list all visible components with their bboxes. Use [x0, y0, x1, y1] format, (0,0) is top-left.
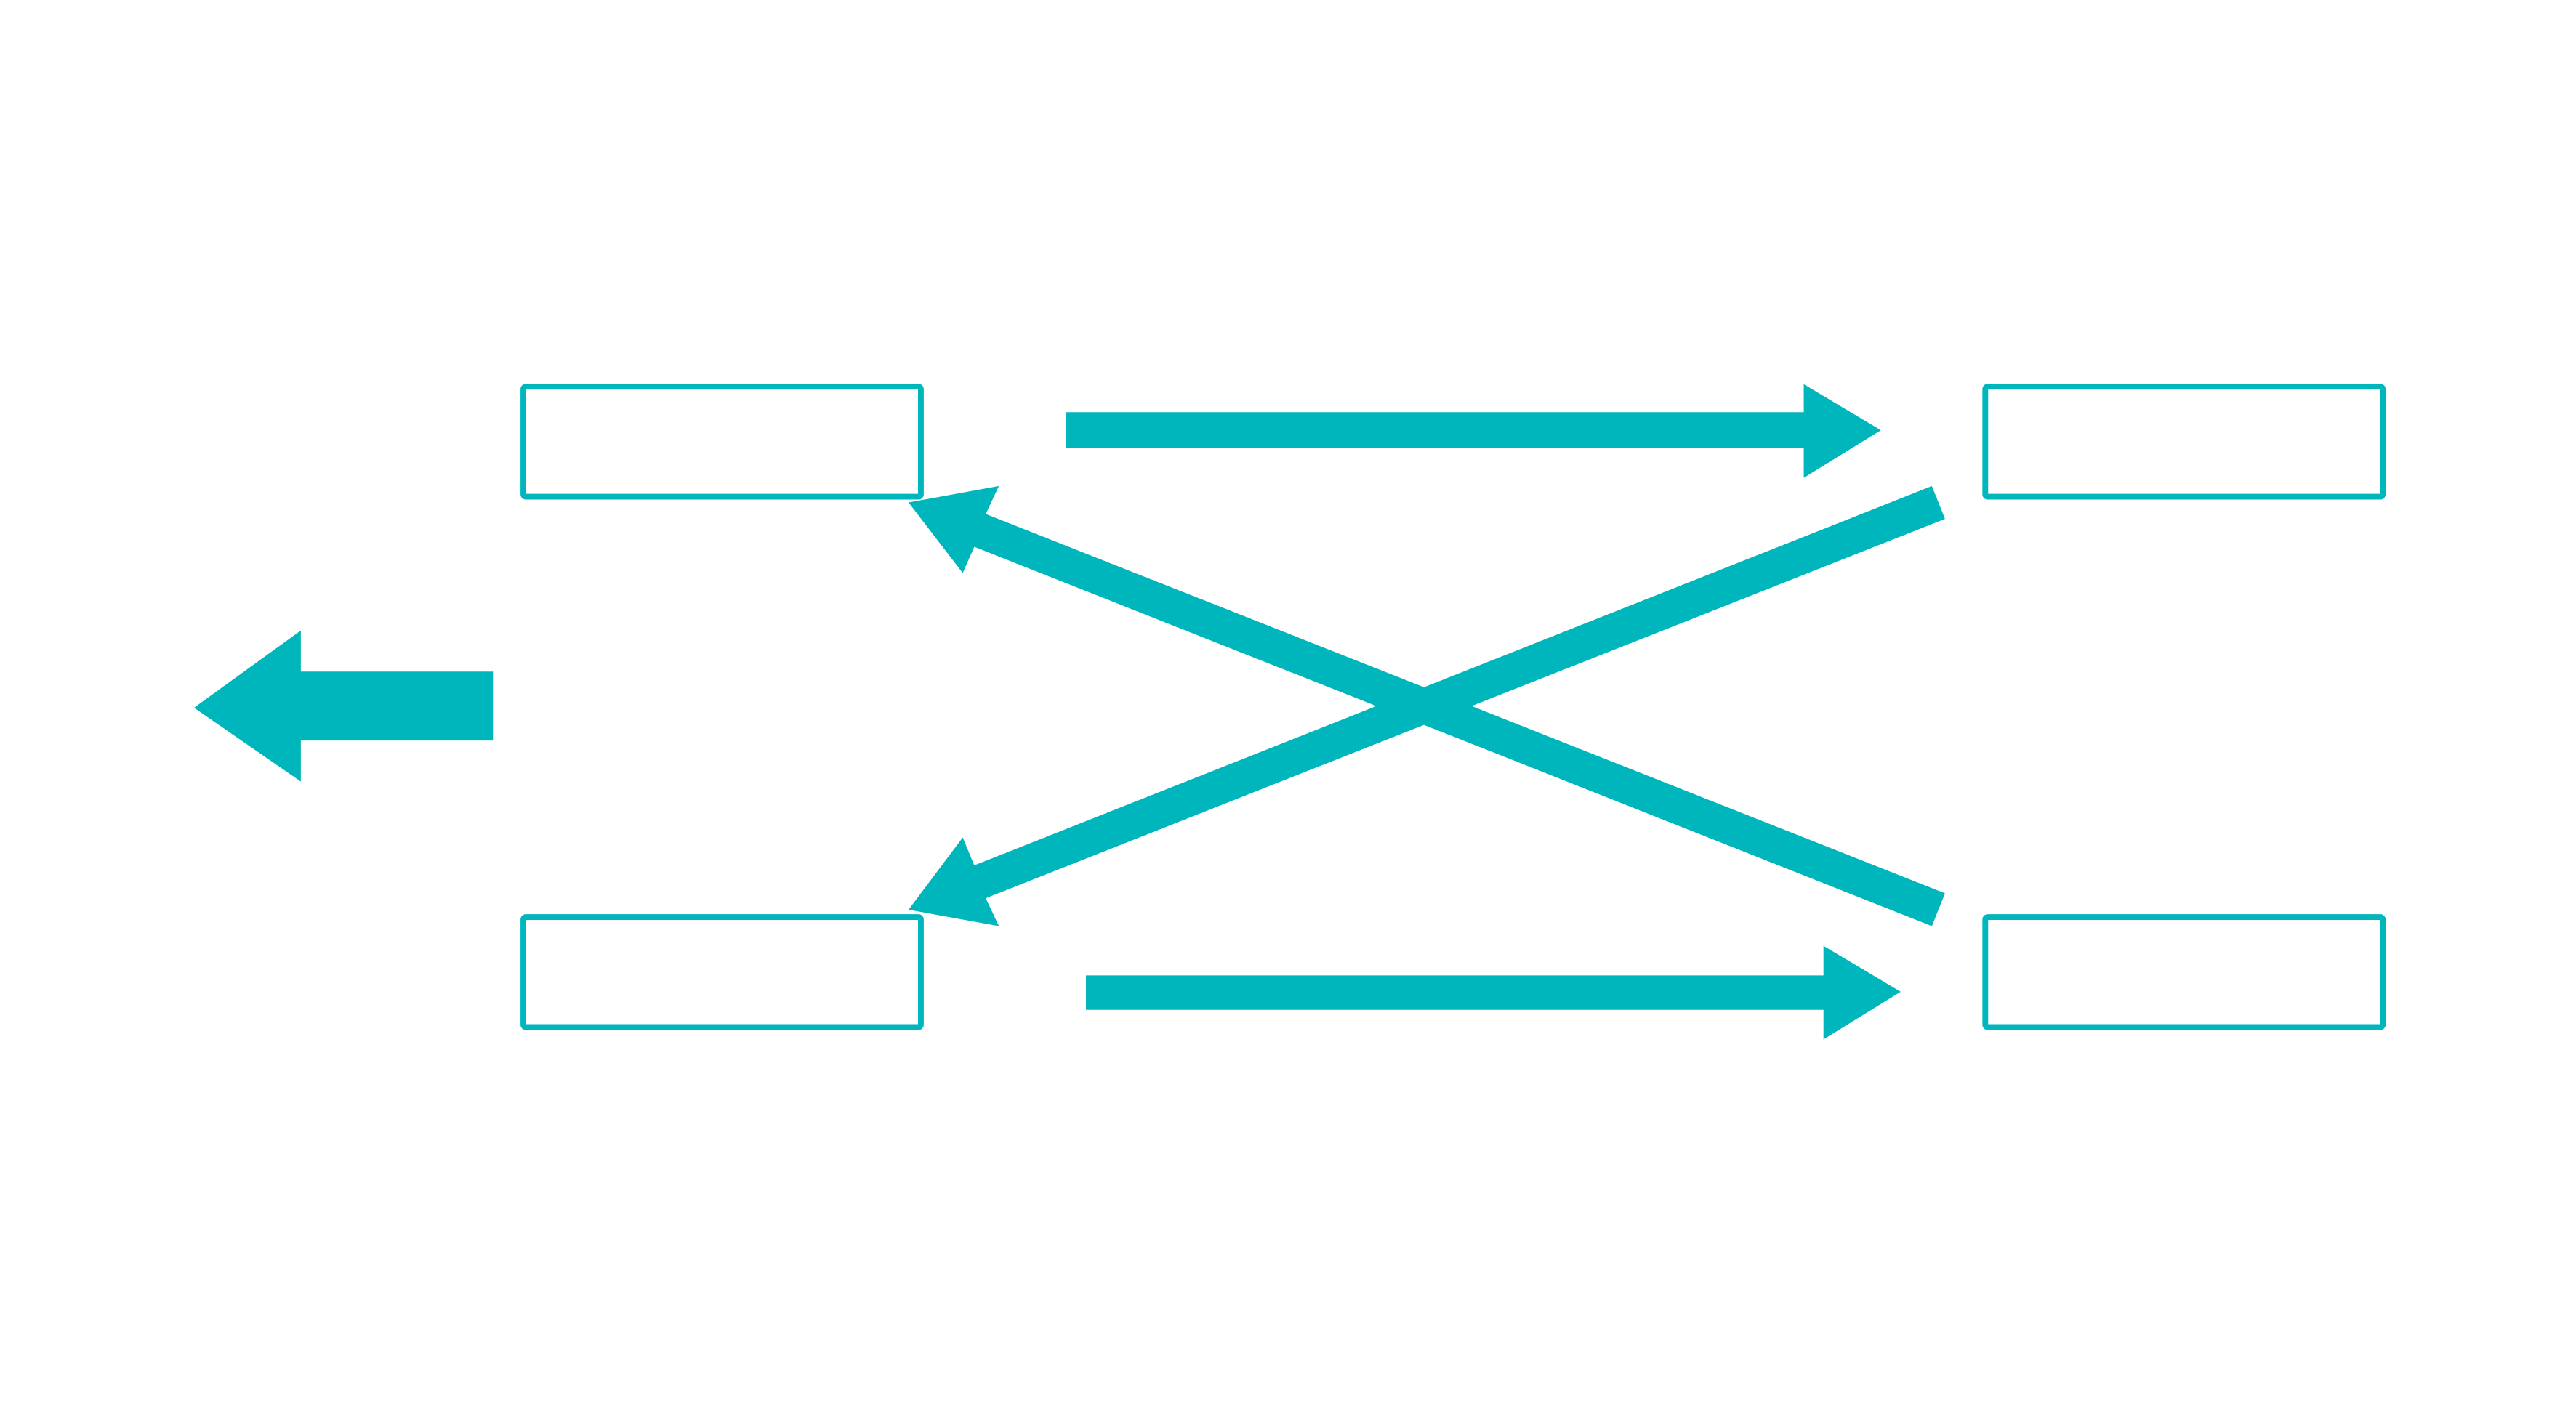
arrow-bottom-right-icon: [1086, 945, 1901, 1040]
box-bottom-right[interactable]: [1982, 914, 2386, 1030]
box-bottom-left[interactable]: [520, 914, 924, 1030]
box-top-left[interactable]: [520, 384, 924, 500]
arrow-top-right-icon: [1066, 384, 1881, 478]
arrow-diagonal-to-bottom-left-icon: [908, 485, 1945, 926]
box-top-right[interactable]: [1982, 384, 2386, 500]
arrow-left-big-icon: [193, 630, 494, 782]
